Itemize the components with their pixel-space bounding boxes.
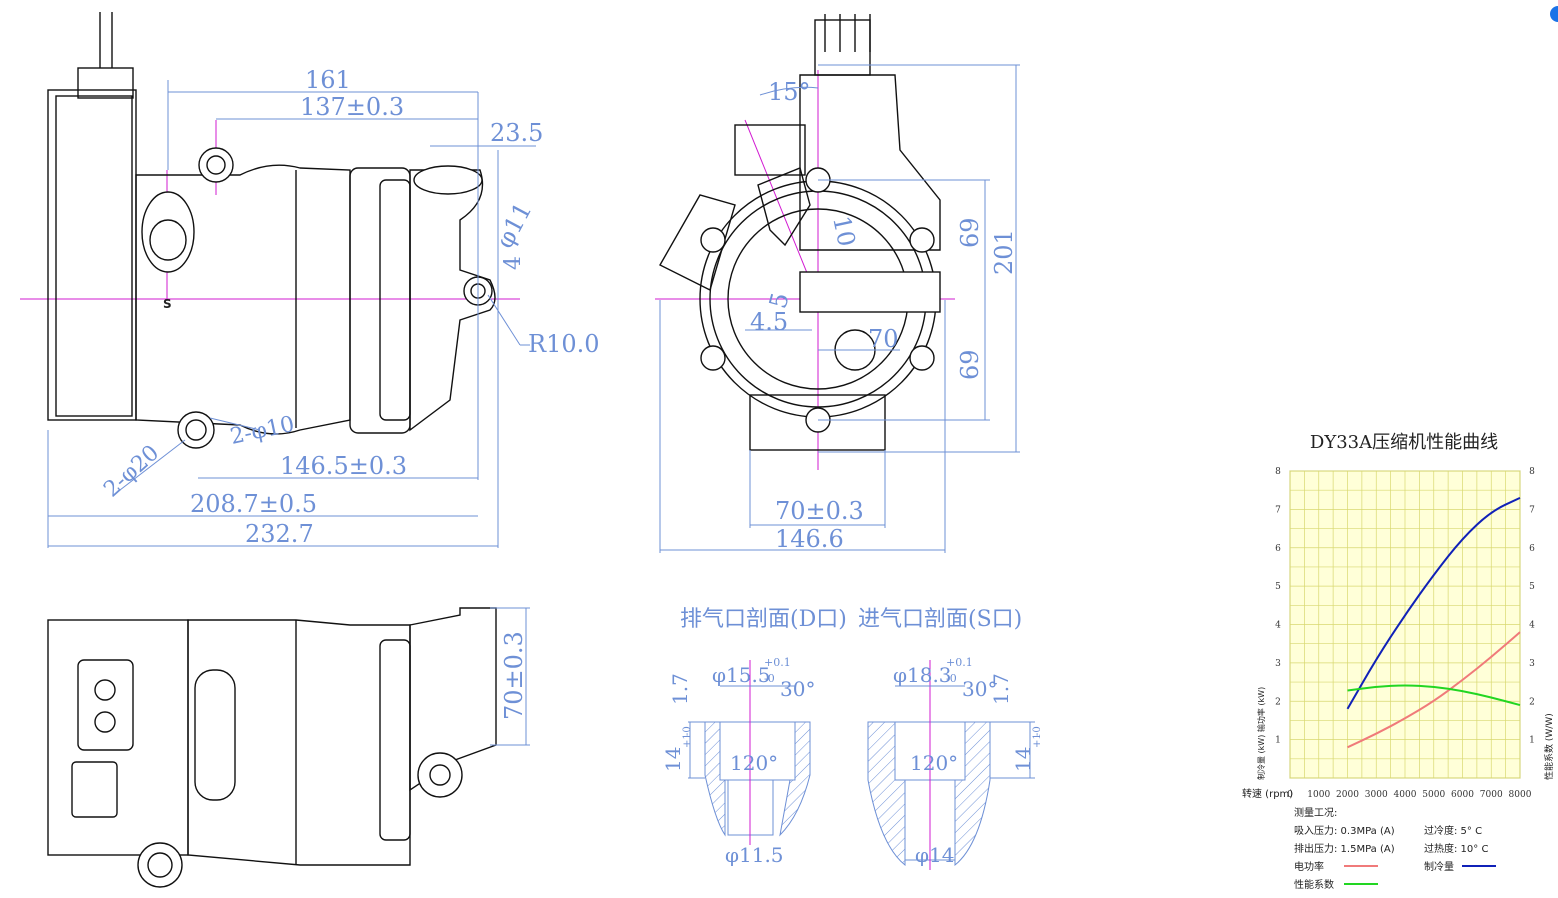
discharge-chamfer: 30° [780,677,815,701]
y-tick-label-right: 6 [1529,544,1535,554]
dim-4: 4 [501,256,526,270]
discharge-section-title: 排气口剖面(D口) [680,607,847,632]
condition-discharge-pressure: 排出压力: 1.5MPa (A) [1294,842,1395,855]
suction-len-tol-up: +1 [1032,733,1043,748]
suction-tol-up: +0.1 [946,656,973,669]
y-tick-label: 1 [1275,736,1281,746]
dim-2-phi20: 2-φ20 [99,440,164,502]
discharge-tol-up: +0.1 [764,656,791,669]
condition-suction-pressure: 吸入压力: 0.3MPa (A) [1294,824,1395,837]
suction-bore: φ18.3 [893,663,952,687]
measurement-conditions: 测量工况: 吸入压力: 0.3MPa (A) 排出压力: 1.5MPa (A) … [1294,806,1488,855]
series-line-1 [1346,496,1521,710]
bottom-view: 70±0.3 [47,607,530,888]
discharge-len-tol-up: +1 [682,733,693,748]
dim-146-5: 146.5±0.3 [280,452,407,480]
dim-angle-15: 15° [768,78,811,106]
chart-x-ticks: 0 1000 2000 3000 4000 5000 6000 7000 8000 [1287,790,1532,800]
x-tick-label: 4000 [1394,790,1417,800]
x-tick-label: 3000 [1365,790,1388,800]
chart-title: DY33A压缩机性能曲线 [1310,432,1498,453]
y-tick-label: 4 [1275,621,1281,631]
condition-superheat: 过热度: 10° C [1424,842,1488,855]
x-tick-label: 2000 [1336,790,1359,800]
discharge-bore: φ15.5 [712,663,771,687]
side-view: S 161 137±0.3 23.5 φ11 4 R10.0 2-φ10 2-φ… [20,12,600,548]
suction-chamfer: 30° [962,677,997,701]
dim-4-5: 4.5 [750,308,788,336]
dim-208-7: 208.7±0.5 [190,490,317,518]
suction-len-tol-down: -0 [1032,726,1043,736]
y-tick-label-right: 8 [1529,467,1535,477]
y-tick-label: 5 [1275,582,1281,592]
dim-r10: R10.0 [528,330,600,358]
legend-capacity-label: 制冷量 [1424,860,1454,873]
x-tick-label: 8000 [1509,790,1532,800]
y-tick-label-right: 7 [1529,505,1535,515]
dim-2-phi10: 2-φ10 [228,412,297,450]
discharge-drill-angle: 120° [730,751,778,775]
discharge-hole: φ11.5 [725,843,784,867]
suction-port-label: S [163,297,172,311]
dim-69-bottom: 69 [956,349,984,380]
dim-161: 161 [305,66,351,94]
discharge-length: 14 [661,747,685,772]
chart-y-ticks: 1 2 3 4 5 6 7 8 [1275,467,1281,746]
dim-69-top: 69 [956,217,984,248]
discharge-len-tol-down: -0 [682,726,693,736]
front-view: 15° 10 5 4.5 70 69 69 201 70±0.3 146.6 [655,14,1020,553]
suction-drill-angle: 120° [910,751,958,775]
dim-201: 201 [990,229,1018,275]
chart-y-label-left: 制冷量 (kW) 输功率 (kW) [1256,687,1266,780]
dim-137: 137±0.3 [300,93,404,121]
dim-10: 10 [827,213,861,249]
chart-legend: 电功率 性能系数 制冷量 [1294,860,1496,891]
y-tick-label: 3 [1275,659,1281,669]
x-tick-label: 1000 [1307,790,1330,800]
chart-x-label: 转速 (rpm) [1242,787,1293,800]
y-tick-label-right: 2 [1529,697,1535,707]
suction-tol-down: -0 [946,672,957,685]
dim-70: 70 [868,325,899,353]
dim-5: 5 [764,290,795,312]
x-tick-label: 7000 [1480,790,1503,800]
chart-y-label-right: 性能系数 (W/W) [1543,713,1555,780]
discharge-depth: 1.7 [668,673,692,705]
y-tick-label: 6 [1275,544,1281,554]
y-tick-label-right: 5 [1529,582,1535,592]
dim-23-5: 23.5 [490,119,543,147]
dim-70-0-3-vertical: 70±0.3 [500,631,528,720]
y-tick-label: 7 [1275,505,1281,515]
condition-subcooling: 过冷度: 5° C [1424,824,1482,837]
chart-grid [1289,470,1521,779]
y-tick-label-right: 4 [1529,621,1535,631]
legend-power-label: 电功率 [1294,860,1324,873]
discharge-tol-down: -0 [764,672,775,685]
chart-y-ticks-right: 1 2 3 4 5 6 7 8 [1529,467,1535,746]
dim-146-6: 146.6 [775,525,844,553]
series-line-2 [1347,684,1521,707]
suction-section: 进气口剖面(S口) φ18.3 +0.1 -0 30° 1.7 14 +1 -0… [858,607,1043,870]
chart-series [1346,496,1521,749]
x-tick-label: 5000 [1422,790,1445,800]
y-tick-label-right: 1 [1529,736,1535,746]
performance-chart: DY33A压缩机性能曲线 1 2 3 4 5 6 7 8 1 2 3 4 5 6 7 8 0 1000 2000… [1242,432,1555,891]
suction-length: 14 [1011,747,1035,772]
dim-70-0-3: 70±0.3 [775,497,864,525]
corner-indicator-dot [1550,6,1558,22]
dim-232-7: 232.7 [245,520,314,548]
conditions-heading: 测量工况: [1294,806,1337,819]
y-tick-label-right: 3 [1529,659,1535,669]
suction-hole: φ14 [915,843,954,867]
y-tick-label: 8 [1275,467,1281,477]
series-line-0 [1347,631,1521,749]
legend-cop-label: 性能系数 [1294,878,1334,891]
y-tick-label: 2 [1275,697,1281,707]
suction-section-title: 进气口剖面(S口) [858,607,1022,632]
x-tick-label: 6000 [1451,790,1474,800]
suction-depth: 1.7 [989,673,1013,705]
discharge-section: 排气口剖面(D口) φ15.5 +0.1 -0 30° 1.7 14 +1 -0… [661,607,847,867]
x-tick-label: 0 [1287,790,1293,800]
